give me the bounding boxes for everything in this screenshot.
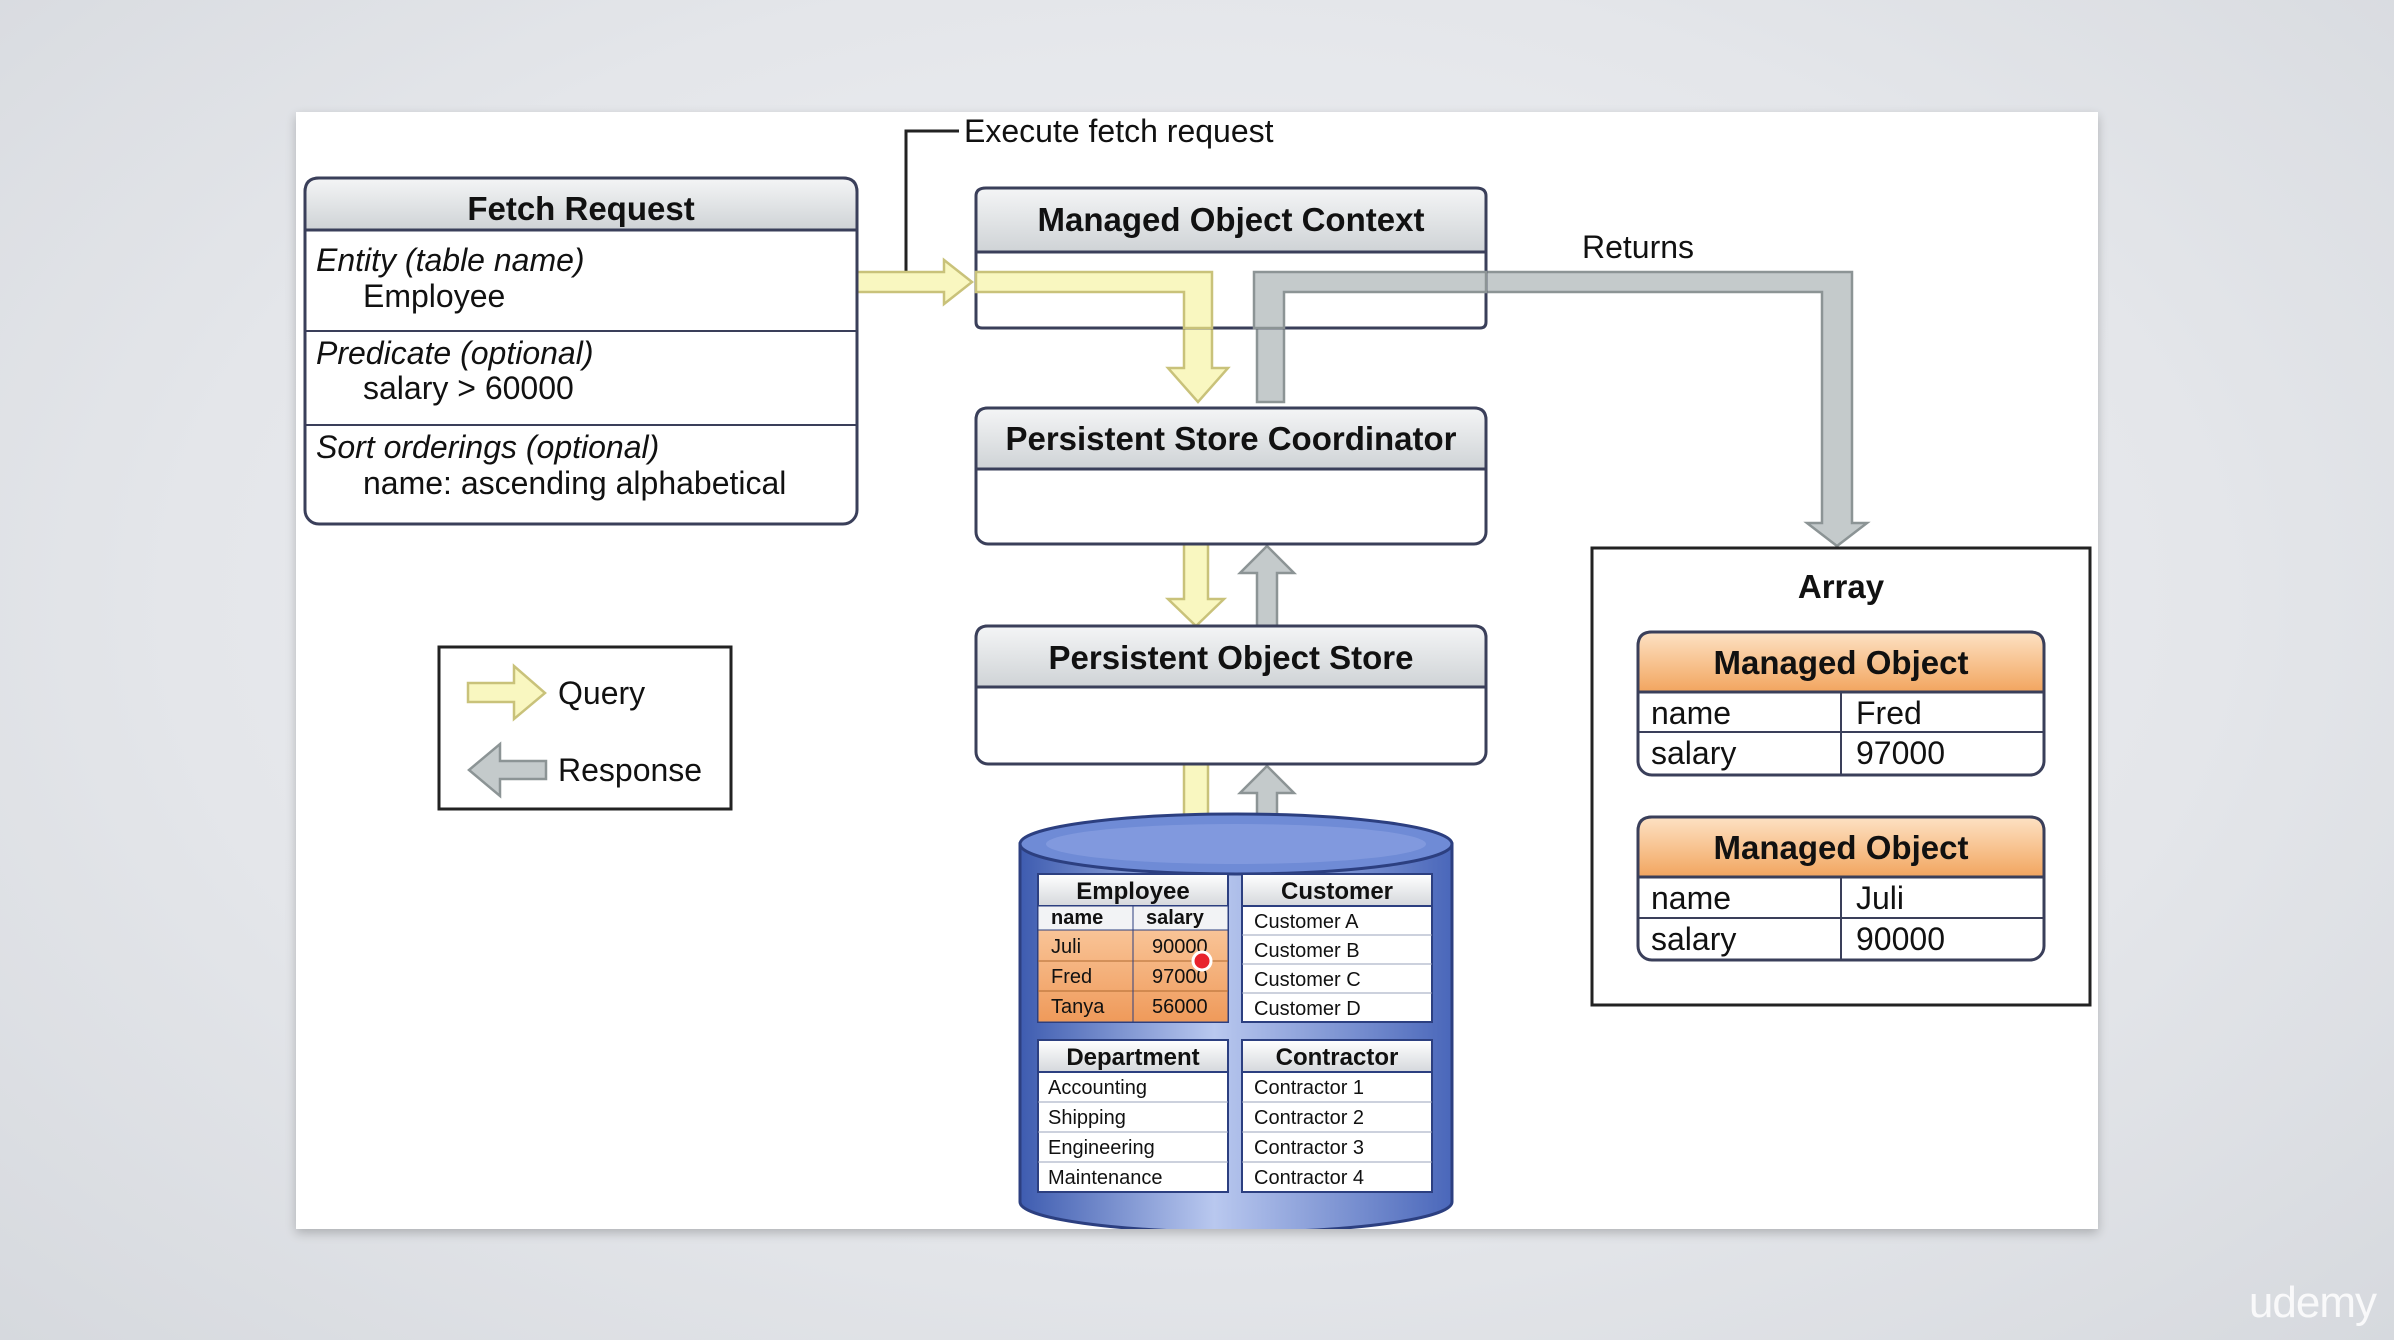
persistent-store-coordinator-box: Persistent Store Coordinator [974, 406, 1488, 546]
customer-row: Customer D [1254, 998, 1361, 1020]
persistent-object-store-title: Persistent Object Store [1049, 639, 1414, 676]
legend-response-arrow-icon [467, 741, 548, 799]
highlight-marker-icon [1191, 950, 1213, 972]
department-row: Shipping [1048, 1107, 1126, 1129]
employee-row-name: Juli [1051, 936, 1081, 958]
query-arrow-to-store [1164, 542, 1228, 628]
customer-table-title: Customer [1281, 878, 1393, 905]
employee-table-title: Employee [1076, 878, 1189, 905]
department-row: Accounting [1048, 1077, 1147, 1099]
employee-row-name: Fred [1051, 966, 1092, 988]
legend-box: Query Response [437, 645, 733, 811]
legend-query-arrow-icon [466, 663, 547, 722]
legend-query-label: Query [558, 675, 645, 711]
employee-header-name: name [1051, 907, 1103, 929]
department-row: Engineering [1048, 1137, 1155, 1159]
persistent-store-coordinator-title: Persistent Store Coordinator [1005, 420, 1456, 457]
managed-object-context-box: Managed Object Context [974, 186, 1488, 330]
sort-value: name: ascending alphabetical [363, 465, 786, 501]
employee-row-salary: 56000 [1152, 996, 1208, 1018]
sort-label: Sort orderings (optional) [316, 429, 659, 465]
field-salary-value: 90000 [1856, 921, 1945, 957]
managed-object-fred: Managed Object name Fred salary 97000 [1636, 630, 2046, 777]
field-name-label: name [1651, 880, 1731, 916]
query-arrow-into-context [854, 257, 975, 307]
employee-row-salary: 90000 [1152, 936, 1208, 958]
customer-row: Customer C [1254, 969, 1361, 991]
managed-object-juli: Managed Object name Juli salary 90000 [1636, 815, 2046, 962]
contractor-row: Contractor 1 [1254, 1077, 1364, 1099]
employee-row-name: Tanya [1051, 996, 1105, 1018]
managed-object-context-title: Managed Object Context [1038, 201, 1425, 238]
response-arrow-overlay [1252, 270, 1488, 330]
execute-callout-line [904, 129, 959, 277]
predicate-label: Predicate (optional) [316, 335, 593, 371]
customer-row: Customer B [1254, 940, 1360, 962]
returns-label: Returns [1582, 229, 1694, 265]
customer-row: Customer A [1254, 911, 1359, 933]
managed-object-title: Managed Object [1714, 644, 1969, 681]
contractor-row: Contractor 2 [1254, 1107, 1364, 1129]
department-row: Maintenance [1048, 1167, 1163, 1189]
array-title: Array [1798, 568, 1885, 605]
slide: Execute fetch request Fetch Request Enti… [296, 112, 2098, 1229]
field-name-value: Fred [1856, 695, 1922, 731]
department-table-title: Department [1066, 1044, 1199, 1071]
core-data-diagram: Execute fetch request Fetch Request Enti… [303, 113, 2092, 1229]
entity-label: Entity (table name) [316, 242, 585, 278]
response-arrow-from-store [1236, 544, 1298, 628]
query-arrow-overlay [974, 270, 1214, 330]
execute-fetch-label: Execute fetch request [964, 113, 1274, 149]
field-salary-label: salary [1651, 735, 1736, 771]
fetch-request-box: Fetch Request Entity (table name) Employ… [303, 176, 859, 526]
database-cylinder: Employee name salary Juli 90000 Fred 970… [1018, 812, 1454, 1229]
employee-row-salary: 97000 [1152, 966, 1208, 988]
contractor-row: Contractor 4 [1254, 1167, 1364, 1189]
contractor-table-title: Contractor [1276, 1044, 1399, 1071]
field-salary-label: salary [1651, 921, 1736, 957]
managed-object-title: Managed Object [1714, 829, 1969, 866]
customer-table: Customer Customer A Customer B Customer … [1241, 873, 1433, 1023]
department-table: Department Accounting Shipping Engineeri… [1037, 1039, 1229, 1193]
entity-value: Employee [363, 278, 505, 314]
udemy-watermark-logo: udemy [2248, 1278, 2377, 1327]
persistent-object-store-box: Persistent Object Store [974, 624, 1488, 766]
field-salary-value: 97000 [1856, 735, 1945, 771]
legend-response-label: Response [558, 752, 702, 788]
field-name-label: name [1651, 695, 1731, 731]
contractor-table: Contractor Contractor 1 Contractor 2 Con… [1241, 1039, 1433, 1193]
employee-table: Employee name salary Juli 90000 Fred 970… [1037, 873, 1229, 1023]
array-panel: Array Managed Object name Fred salary 97… [1590, 546, 2092, 1007]
field-name-value: Juli [1856, 880, 1904, 916]
contractor-row: Contractor 3 [1254, 1137, 1364, 1159]
fetch-request-title: Fetch Request [467, 190, 694, 227]
employee-header-salary: salary [1146, 907, 1205, 929]
predicate-value: salary > 60000 [363, 370, 574, 406]
